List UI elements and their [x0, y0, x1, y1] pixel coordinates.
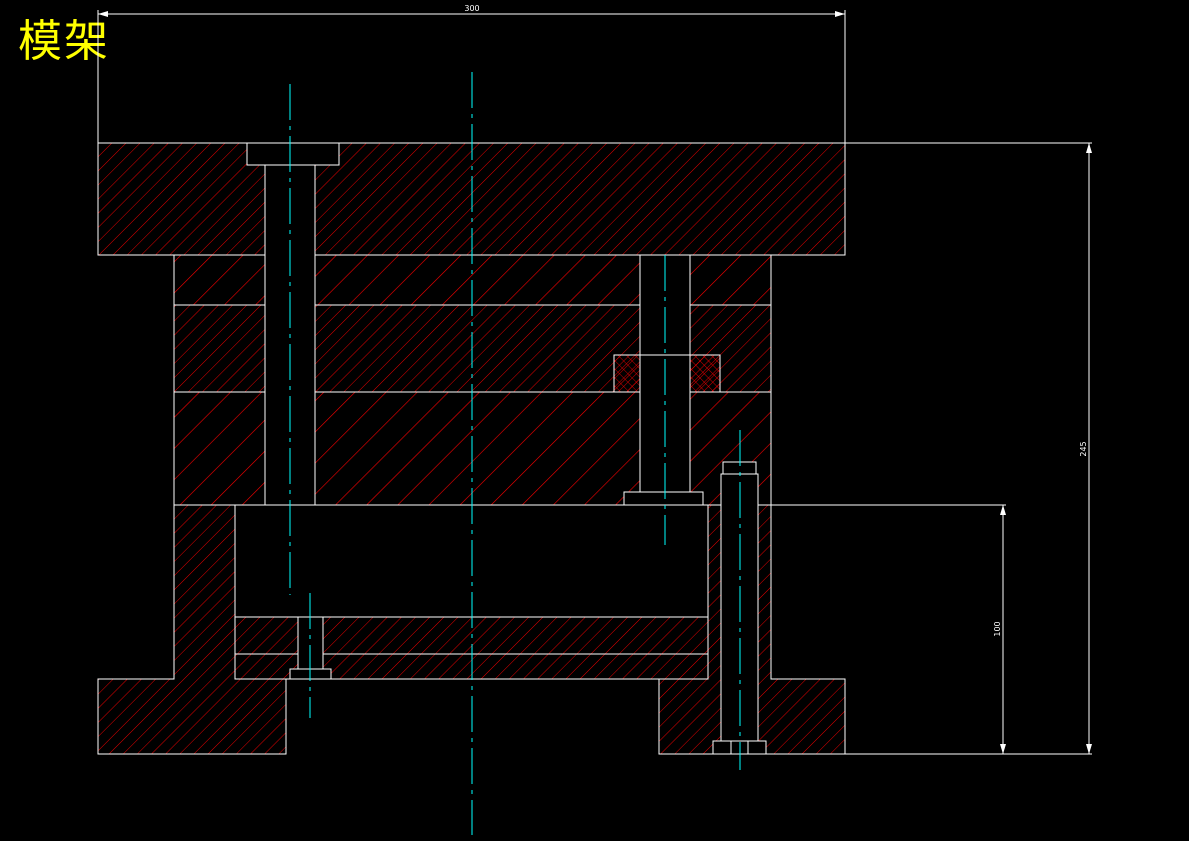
dimension-height-right: 245	[845, 142, 1092, 755]
dimension-100-label: 100	[993, 621, 1002, 636]
guide-bushing-collar	[613, 354, 721, 393]
drawing-title: 模架	[18, 16, 110, 67]
center-lines	[289, 72, 741, 835]
dimension-height-inner: 100	[771, 504, 1006, 754]
dimension-width-top: 300	[97, 4, 846, 143]
dimension-245-label: 245	[1079, 441, 1088, 456]
dimension-300-label: 300	[464, 4, 479, 13]
